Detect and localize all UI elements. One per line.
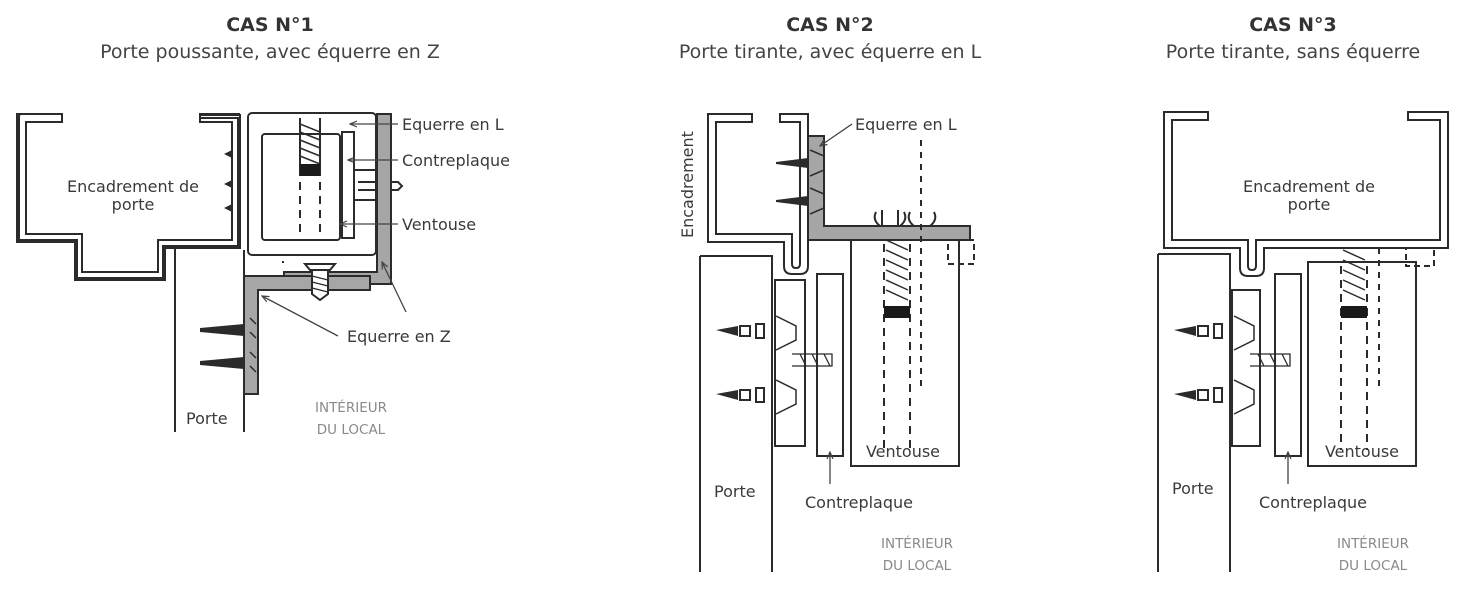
case-3-door-screws (1174, 315, 1291, 415)
case-3-ventouse-body (1307, 261, 1417, 467)
case-3-frame-profile (1163, 111, 1449, 277)
case-3-header: CAS N°3 Porte tirante, sans équerre (1083, 12, 1464, 66)
case-2-label-ventouse: Ventouse (866, 442, 940, 461)
case-1-label-interieur-2: DU LOCAL (317, 422, 386, 438)
case-1-rubber-pad (300, 164, 320, 176)
case-2-label-interieur-2: DU LOCAL (883, 558, 952, 574)
case-2-ventouse-body (850, 239, 960, 467)
case-2-subtitle: Porte tirante, avec équerre en L (678, 41, 982, 63)
case-1-door-screws (200, 317, 257, 373)
case-3-label-encadrement-2: porte (1288, 195, 1331, 214)
case-1-label-encadrement-1: Encadrement de (67, 177, 199, 196)
case-3-door (1157, 253, 1231, 572)
case-1-title: CAS N°1 (226, 14, 314, 36)
case-3-label-interieur-2: DU LOCAL (1339, 558, 1408, 574)
case-2-door (699, 255, 773, 572)
case-3-subtitle: Porte tirante, sans équerre (1165, 41, 1421, 63)
case-1-label-equerre-l: Equerre en L (402, 115, 504, 134)
case-1-door (174, 248, 245, 432)
case-1-z-bracket (243, 275, 371, 395)
case-3-title: CAS N°3 (1249, 14, 1337, 36)
case-2-label-contreplaque: Contreplaque (805, 493, 913, 512)
case-2-labels: Encadrement Equerre en L Ventouse Porte … (678, 115, 957, 574)
case-1-header: CAS N°1 Porte poussante, avec équerre en… (60, 12, 480, 66)
case-3-label-encadrement-1: Encadrement de (1243, 177, 1375, 196)
case-2-header: CAS N°2 Porte tirante, avec équerre en L (620, 12, 1040, 66)
case-1-label-ventouse: Ventouse (402, 215, 476, 234)
case-2-label-interieur-1: INTÉRIEUR (881, 535, 953, 552)
case-3-diagram (1157, 111, 1449, 572)
case-2-title: CAS N°2 (786, 14, 874, 36)
case-1-contreplaque (341, 131, 355, 239)
case-3-rubber-pad (1341, 306, 1367, 318)
case-1-label-contreplaque: Contreplaque (402, 151, 510, 170)
case-3-label-contreplaque: Contreplaque (1259, 493, 1367, 512)
case-3-label-interieur-1: INTÉRIEUR (1337, 535, 1409, 552)
case-1-label-interieur-1: INTÉRIEUR (315, 399, 387, 416)
case-2-label-equerre-l: Equerre en L (855, 115, 957, 134)
case-2-frame-screws (776, 149, 825, 215)
case-1-bolt (299, 118, 321, 168)
case-1-subtitle: Porte poussante, avec équerre en Z (100, 41, 440, 63)
case-1-labels: Equerre en L Contreplaque Ventouse Encad… (67, 115, 510, 438)
case-2-label-encadrement: Encadrement (678, 131, 697, 238)
case-2-rubber-pad (884, 306, 910, 318)
case-1-frame-screws (224, 150, 232, 212)
case-2-diagram (699, 113, 975, 572)
case-3-label-ventouse: Ventouse (1325, 442, 1399, 461)
case-3-label-porte: Porte (1172, 479, 1214, 498)
case-3-labels: Encadrement de porte Ventouse Porte Cont… (1172, 177, 1409, 574)
case-2-label-porte: Porte (714, 482, 756, 501)
case-1-diagram (16, 112, 407, 432)
case-2-door-screws (716, 315, 833, 415)
case-1-label-equerre-z: Equerre en Z (347, 327, 451, 346)
case-1-label-porte: Porte (186, 409, 228, 428)
case-1-label-encadrement-2: porte (112, 195, 155, 214)
case-2-l-bracket (807, 135, 971, 241)
case-2-bolt (881, 210, 899, 226)
case-2-frame-profile (707, 113, 809, 275)
